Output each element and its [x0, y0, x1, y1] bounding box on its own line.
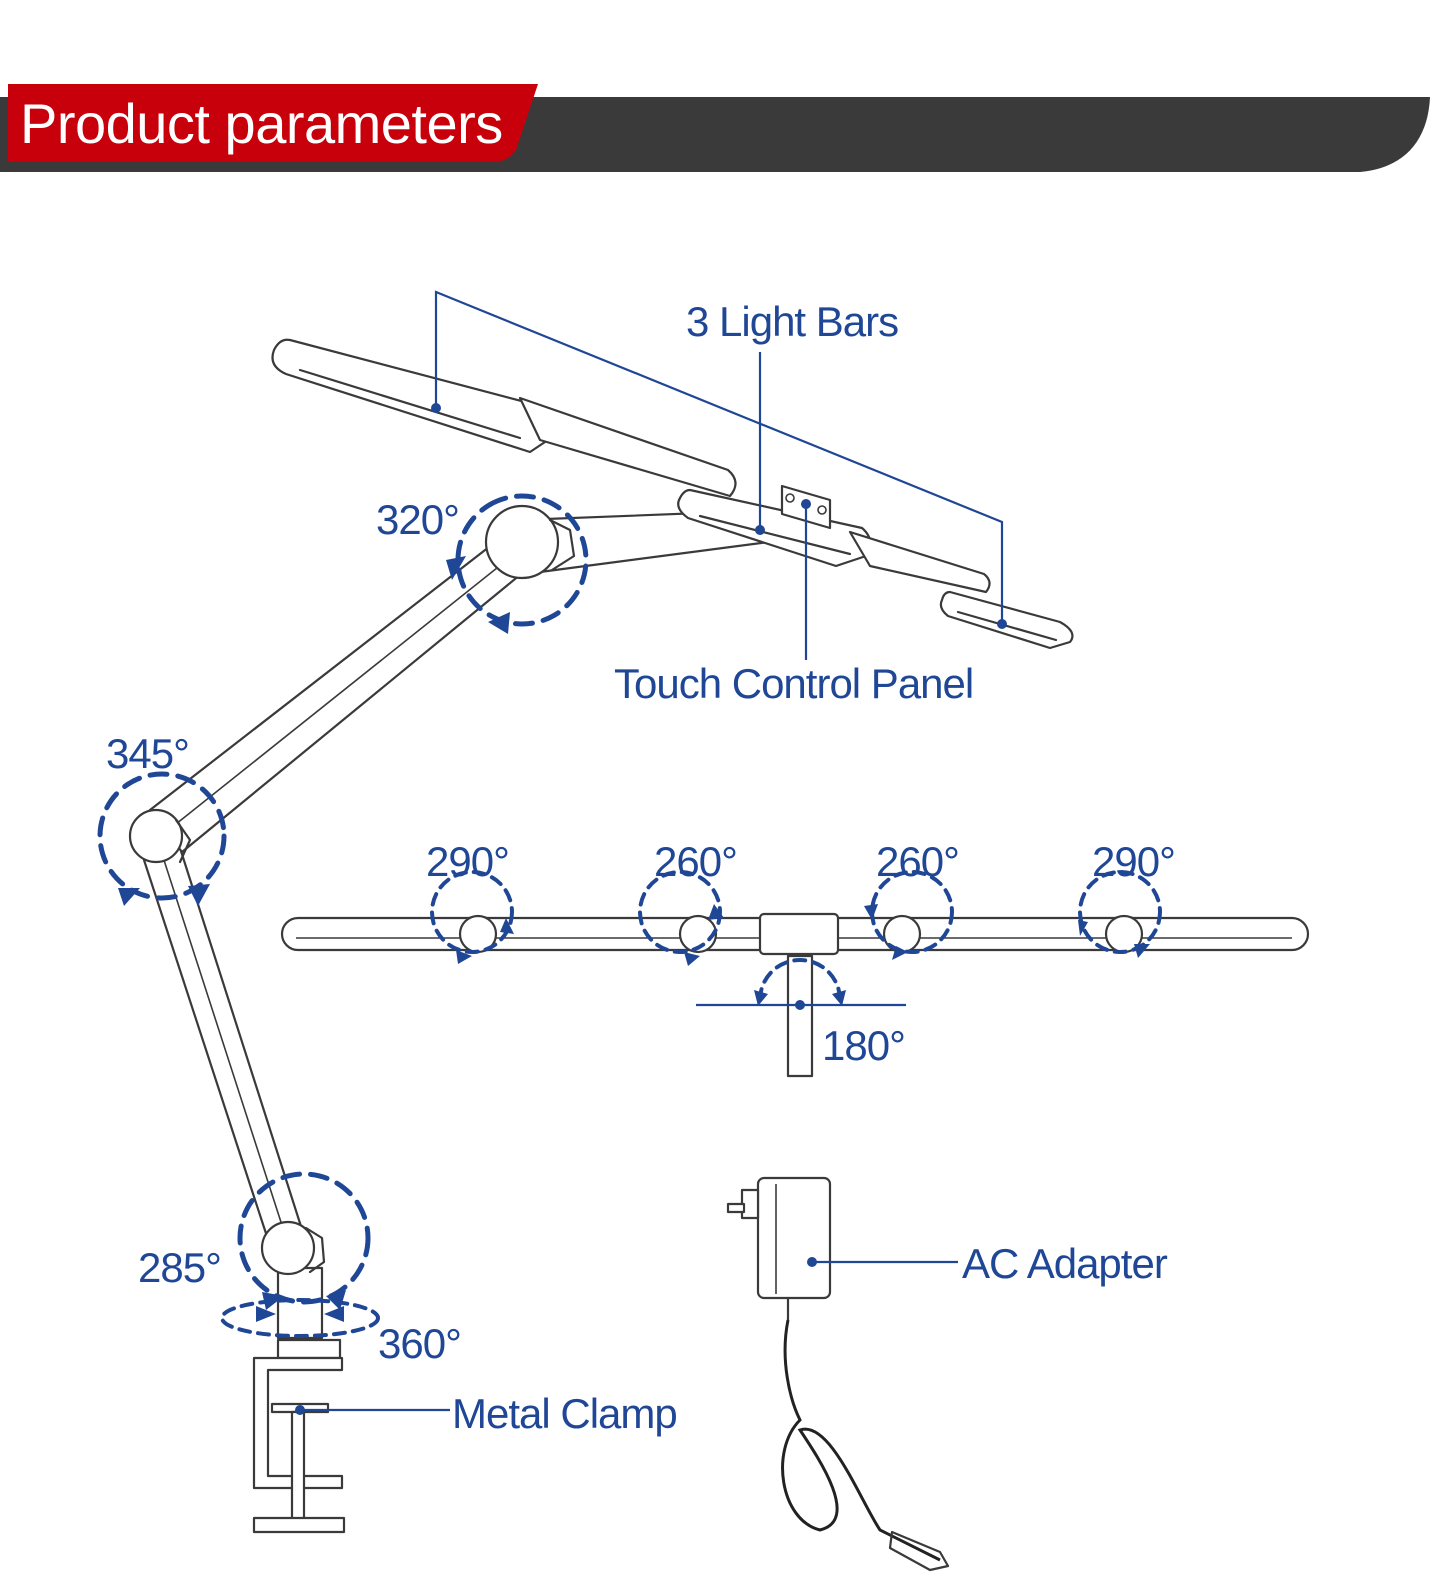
rotation-elbow — [97, 771, 227, 906]
angle-bar-left-outer: 290° — [426, 838, 509, 885]
rotation-head-tilt — [754, 958, 846, 1006]
light-bars-front — [280, 912, 1310, 1078]
label-light-bars: 3 Light Bars — [686, 298, 898, 345]
label-ac-adapter: AC Adapter — [962, 1240, 1168, 1287]
rotation-swivel — [220, 1298, 380, 1338]
ac-adapter — [726, 1176, 958, 1572]
upper-arm — [148, 538, 528, 854]
rotation-front-4 — [1078, 870, 1162, 958]
angle-bar-right-outer: 290° — [1092, 838, 1175, 885]
front-stem — [786, 954, 814, 1078]
light-bar-connector-left — [518, 396, 737, 498]
banner-red-tab — [8, 84, 538, 162]
touch-panel-leader — [801, 499, 811, 660]
rotation-front-1 — [430, 870, 514, 964]
metal-clamp — [252, 1338, 450, 1534]
label-touch-panel: Touch Control Panel — [614, 660, 973, 707]
light-bars-perspective — [271, 338, 1074, 650]
front-control-box — [758, 912, 840, 956]
angle-bar-left-inner: 260° — [654, 838, 737, 885]
label-metal-clamp: Metal Clamp — [452, 1390, 677, 1437]
base-joint — [260, 1220, 316, 1276]
angle-base-swivel: 360° — [378, 1320, 461, 1367]
angle-top-joint: 320° — [376, 496, 459, 543]
angle-bar-right-inner: 260° — [876, 838, 959, 885]
elbow-joint — [128, 808, 184, 864]
rotation-front-2 — [638, 870, 724, 966]
angle-elbow: 345° — [106, 730, 189, 777]
banner-title: Product parameters — [20, 92, 503, 155]
angle-base-tilt: 285° — [138, 1244, 221, 1291]
top-joint — [484, 504, 560, 580]
light-bar-right — [939, 590, 1074, 650]
banner: Product parameters — [0, 84, 1430, 172]
lower-arm — [142, 846, 308, 1260]
rotation-front-3 — [864, 870, 954, 960]
light-bars-leader — [431, 290, 1007, 629]
angle-head-tilt: 180° — [822, 1022, 905, 1069]
light-bar-connector-right — [848, 530, 991, 594]
rotation-top — [446, 493, 589, 634]
